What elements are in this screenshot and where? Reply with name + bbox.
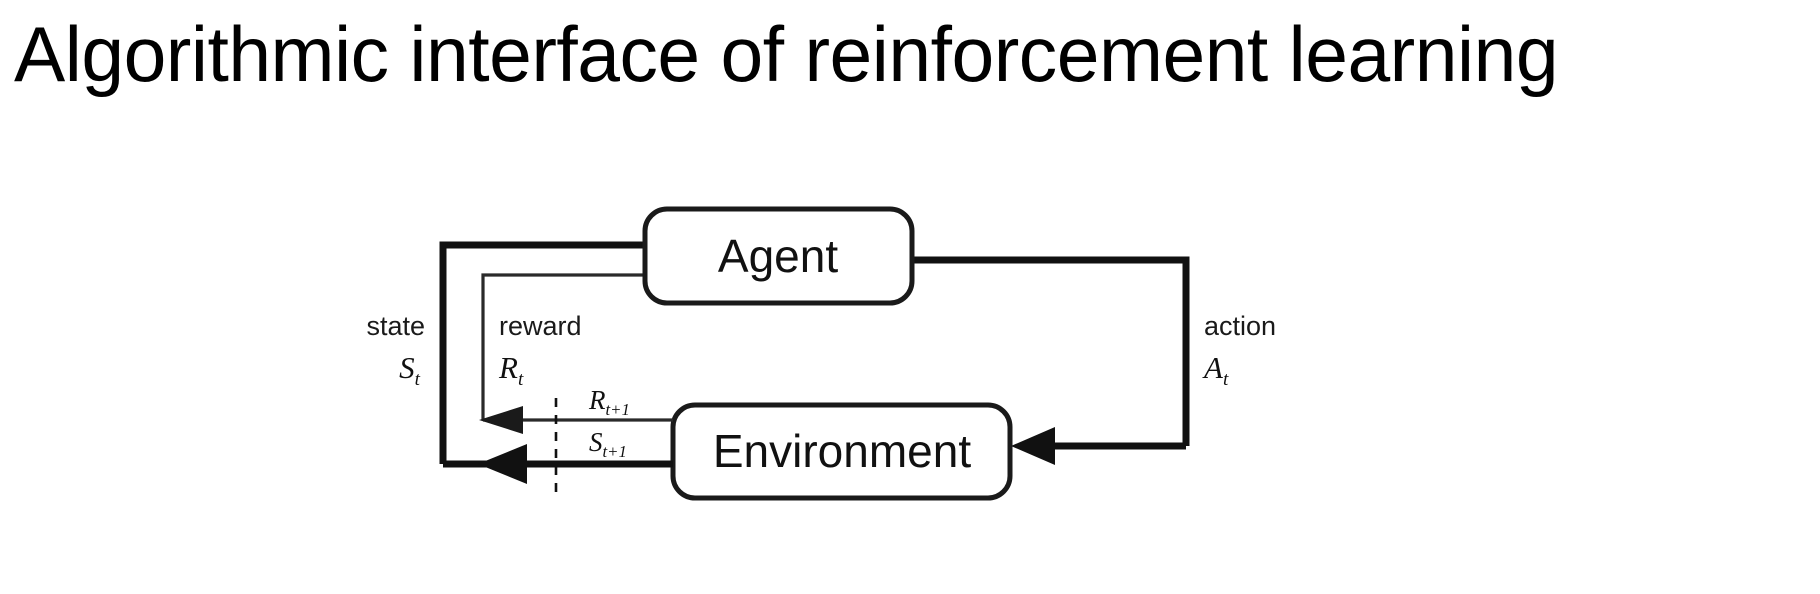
reward-symbol-letter: R [498,350,518,385]
action-arrowhead [1011,427,1055,465]
action-symbol-letter: A [1202,350,1224,385]
state-symbol-subscript: t [415,369,421,390]
environment-box[interactable] [670,402,1013,501]
reward-symbol-subscript: t [518,369,524,390]
next-reward-symbol-letter: R [588,385,606,415]
label-next-state: St+1 [589,427,627,461]
rl-loop-diagram: Agent Environment state St [0,150,1820,594]
edge-next-reward [479,406,673,434]
next-state-symbol-label: St+1 [589,427,627,461]
next-reward-symbol-subscript: t+1 [606,400,630,419]
state-symbol-label: St [399,350,421,390]
node-environment[interactable]: Environment [670,402,1013,501]
agent-box[interactable] [642,206,915,306]
next-state-symbol-letter: S [589,427,603,457]
next-reward-symbol-label: Rt+1 [588,385,630,419]
state-symbol-letter: S [399,350,415,385]
state-word-label: state [366,311,425,341]
action-symbol-subscript: t [1223,369,1229,390]
next-state-symbol-subscript: t+1 [603,442,627,461]
state-path [439,241,735,464]
label-state: state St [366,311,425,390]
node-agent[interactable]: Agent [642,206,915,306]
page-title: Algorithmic interface of reinforcement l… [14,10,1559,98]
edge-action [912,256,1190,465]
next-state-arrowhead [478,444,527,484]
environment-label: Environment [713,425,971,477]
action-path [912,256,1190,446]
label-action: action At [1202,311,1276,390]
edge-next-state [443,444,673,484]
reward-symbol-label: Rt [498,350,524,390]
action-symbol-label: At [1202,350,1229,390]
reward-word-label: reward [499,311,582,341]
label-next-reward: Rt+1 [588,385,630,419]
agent-label: Agent [718,230,838,282]
label-reward: reward Rt [498,311,582,390]
action-word-label: action [1204,311,1276,341]
next-reward-arrowhead [479,406,523,434]
